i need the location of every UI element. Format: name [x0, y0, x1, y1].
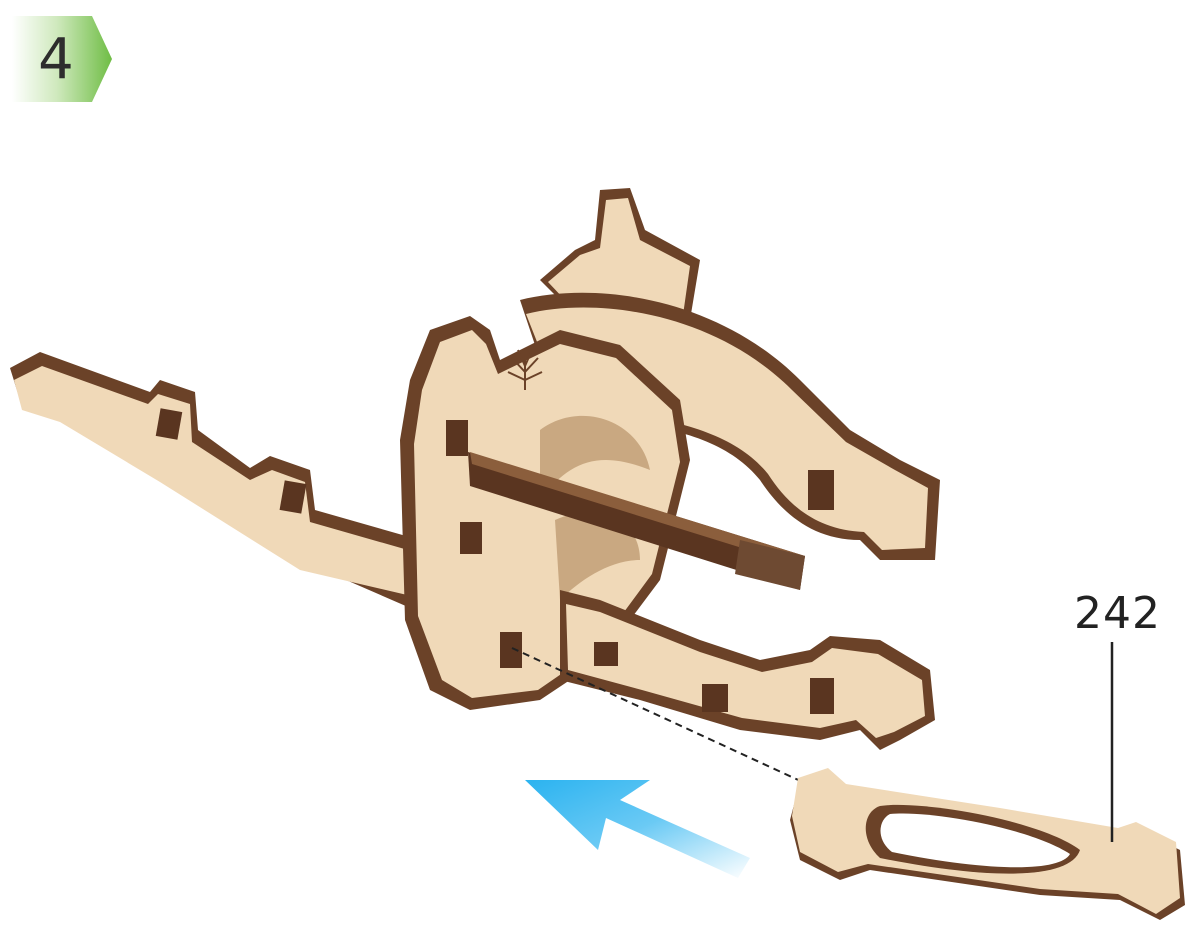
- part-number-label: 242: [1074, 588, 1161, 639]
- part-242: [790, 768, 1185, 920]
- lower-arm-part: [560, 590, 935, 750]
- left-arrow-icon: [525, 780, 750, 878]
- left-arm-part: [10, 352, 430, 610]
